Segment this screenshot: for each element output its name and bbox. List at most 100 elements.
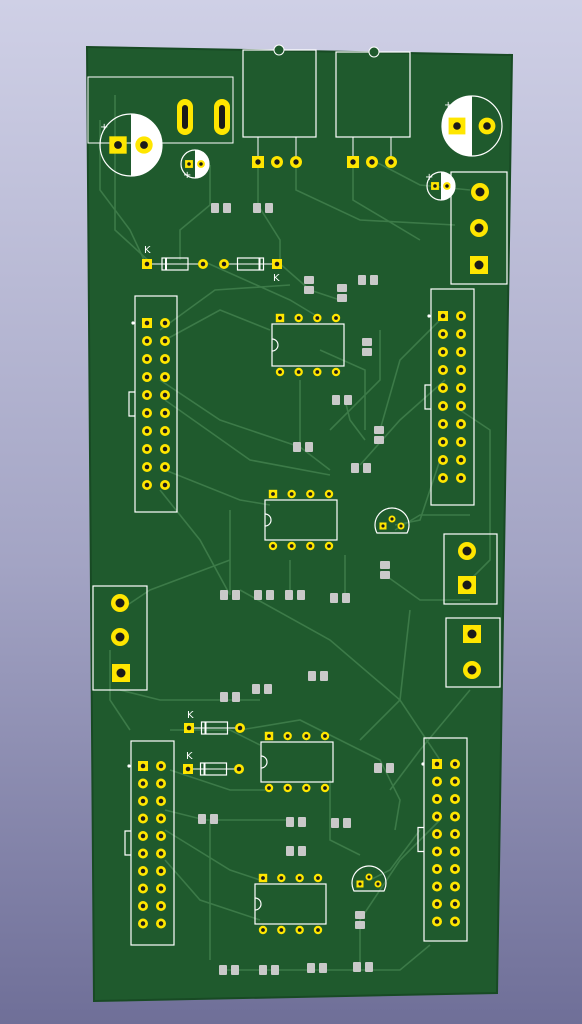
smd-resistor <box>337 284 347 302</box>
pad-drill <box>185 766 191 772</box>
pin1-dot <box>127 764 131 768</box>
pad-drill <box>140 816 146 821</box>
pad-drill <box>474 260 484 270</box>
smd-pad <box>330 593 338 603</box>
pad-drill <box>140 903 146 909</box>
pad-drill <box>162 392 168 398</box>
screw-terminal <box>92 585 148 691</box>
copper-trace <box>119 559 231 611</box>
header-outline <box>130 740 175 946</box>
pad-drill <box>140 868 146 874</box>
pad-drill <box>327 544 331 548</box>
square-pad <box>275 313 285 323</box>
pin1-dot <box>427 314 431 318</box>
pad-drill <box>434 849 440 854</box>
round-pad <box>432 899 442 909</box>
round-pad <box>456 419 466 429</box>
round-pad <box>313 367 322 377</box>
pad-drill <box>367 875 371 879</box>
pad-drill <box>187 162 191 166</box>
round-pad <box>313 925 323 935</box>
idc-header-2x10 <box>128 295 178 513</box>
round-pad <box>160 354 170 364</box>
smd-pad <box>331 818 339 828</box>
pad-drill <box>274 159 280 165</box>
terminal-outline <box>450 171 508 285</box>
diode-body <box>199 762 228 776</box>
pad-drill <box>399 524 403 528</box>
round-pad <box>156 831 166 841</box>
pad-drill <box>162 446 168 452</box>
round-pad <box>456 401 466 411</box>
pad-drill <box>158 798 164 804</box>
round-pad <box>138 831 148 841</box>
smd-pad <box>304 286 314 294</box>
pad-drill <box>158 868 164 874</box>
round-pad <box>160 372 170 382</box>
round-pad <box>456 347 466 357</box>
round-pad <box>331 313 341 323</box>
pad-drill <box>458 385 464 391</box>
copper-trace <box>257 163 281 265</box>
smd-pad <box>363 463 371 473</box>
pad-drill <box>434 831 440 837</box>
round-pad <box>313 313 322 323</box>
round-pad <box>160 444 170 454</box>
pad-drill <box>140 833 146 839</box>
pad-drill <box>453 122 461 130</box>
dip8-ic <box>260 731 334 793</box>
copper-trace <box>359 379 446 466</box>
round-pad <box>160 480 170 490</box>
round-pad <box>450 829 460 839</box>
smd-pad <box>219 965 227 975</box>
round-pad <box>438 347 448 357</box>
pad-drill <box>458 439 464 445</box>
pad-drill <box>162 410 168 416</box>
header-key <box>124 830 131 856</box>
pad-drill <box>458 457 464 463</box>
round-pad <box>235 723 245 733</box>
pin1-dot <box>421 762 425 766</box>
round-pad <box>438 383 448 393</box>
pad-drill <box>162 320 168 326</box>
pad-drill <box>440 313 446 319</box>
round-pad <box>271 156 283 168</box>
smd-pad <box>358 275 366 285</box>
smd-resistor <box>332 395 352 405</box>
smd-pad <box>374 426 384 434</box>
smd-pad <box>374 436 384 444</box>
square-pad <box>356 880 364 888</box>
pad-drill <box>144 320 150 326</box>
smd-pad <box>232 692 240 702</box>
smd-pad <box>319 963 327 973</box>
round-pad <box>295 925 304 935</box>
round-pad <box>138 918 148 929</box>
pad-drill <box>278 370 282 374</box>
pad-drill <box>376 882 380 886</box>
pad-drill <box>467 629 477 639</box>
pad-drill <box>315 370 320 374</box>
pad-drill <box>452 901 458 907</box>
copper-trace <box>204 261 316 316</box>
square-pad <box>432 759 442 769</box>
pad-drill <box>308 544 313 548</box>
smd-pad <box>285 590 293 600</box>
smd-pad <box>307 963 315 973</box>
round-pad <box>438 473 448 483</box>
smd-resistor <box>374 763 394 773</box>
pad-drill <box>304 734 309 738</box>
round-pad <box>456 383 466 393</box>
copper-trace <box>394 459 441 526</box>
header-key <box>128 391 135 417</box>
pad-drill <box>271 492 275 496</box>
pad-drill <box>440 349 446 355</box>
pad-drill <box>158 816 164 821</box>
pad-drill <box>144 428 150 434</box>
smd-resistor <box>374 426 384 444</box>
pad-drill <box>440 421 446 427</box>
polarity-mark: + <box>100 122 108 133</box>
smd-resistor <box>286 817 306 827</box>
smd-resistor <box>220 692 240 702</box>
pad-drill <box>162 374 168 380</box>
